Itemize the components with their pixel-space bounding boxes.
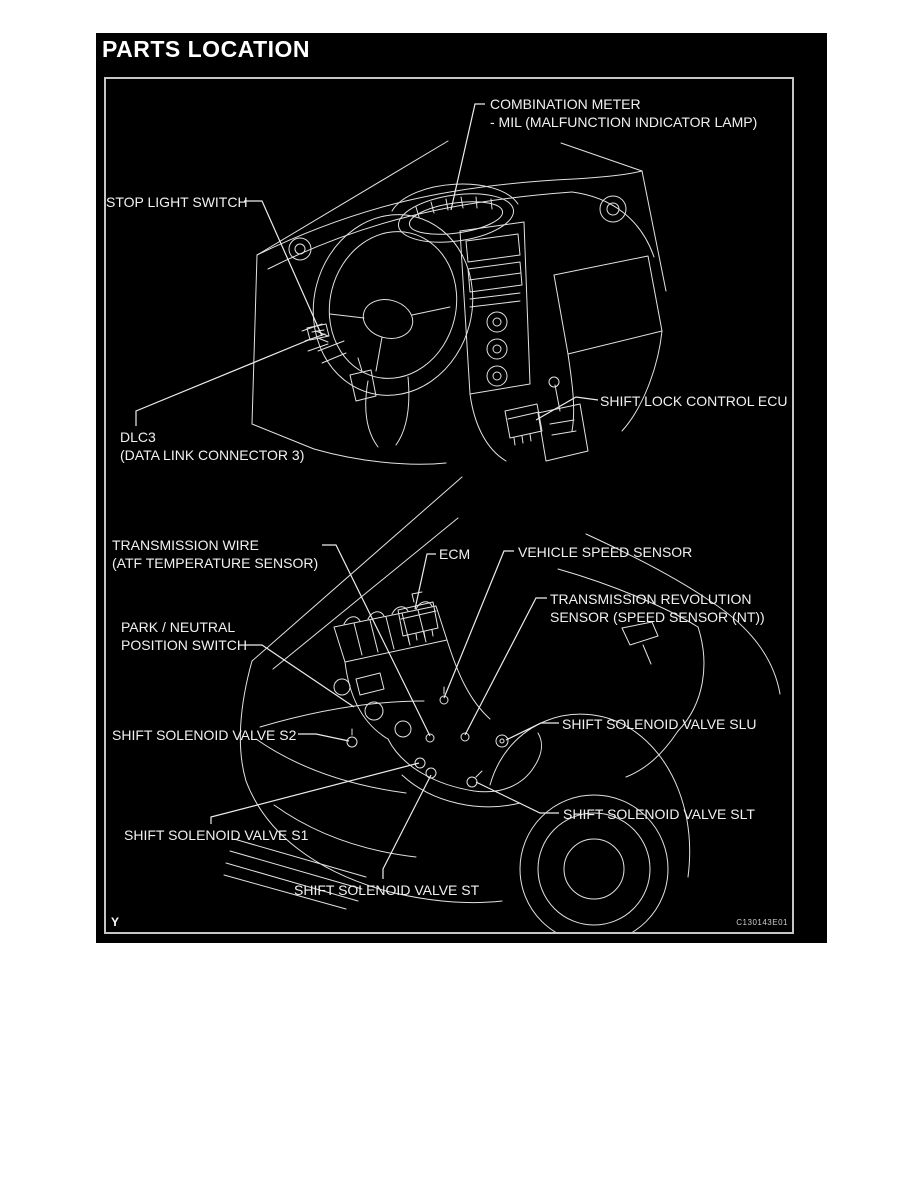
leader-shift-solenoid-valve-st	[382, 774, 432, 879]
part-label-vehicle-speed-sensor: VEHICLE SPEED SENSOR	[518, 543, 692, 561]
part-label-shift-solenoid-valve-slt: SHIFT SOLENOID VALVE SLT	[563, 805, 755, 823]
part-label-line: STOP LIGHT SWITCH	[106, 194, 248, 210]
part-label-shift-solenoid-valve-s2: SHIFT SOLENOID VALVE S2	[112, 726, 296, 744]
figure-labels: COMBINATION METER - MIL (MALFUNCTION INDI…	[106, 79, 792, 932]
part-label-stop-light-switch: STOP LIGHT SWITCH	[106, 193, 248, 211]
leader-combination-meter	[450, 103, 485, 211]
parts-location-panel: PARTS LOCATION	[96, 33, 827, 943]
part-label-combination-meter: COMBINATION METER - MIL (MALFUNCTION INDI…	[490, 95, 757, 131]
part-label-line: SHIFT SOLENOID VALVE S1	[124, 827, 309, 843]
leader-dlc3	[135, 338, 312, 426]
leader-transmission-wire	[322, 544, 431, 737]
part-label-ecm: ECM	[439, 545, 470, 563]
part-label-line: PARK / NEUTRAL	[121, 619, 236, 635]
leader-shift-lock-control-ecu	[535, 396, 599, 421]
part-label-line: (ATF TEMPERATURE SENSOR)	[112, 555, 319, 571]
part-label-line: SHIFT SOLENOID VALVE SLU	[562, 716, 757, 732]
part-label-transmission-revolution-sensor: TRANSMISSION REVOLUTION SENSOR (SPEED SEN…	[550, 590, 765, 626]
leader-ecm	[414, 553, 436, 610]
leader-stop-light-switch	[244, 200, 323, 337]
part-label-line: TRANSMISSION REVOLUTION	[550, 591, 752, 607]
leader-vehicle-speed-sensor	[443, 550, 514, 699]
part-label-line: - MIL (MALFUNCTION INDICATOR LAMP)	[490, 114, 758, 130]
part-label-shift-solenoid-valve-slu: SHIFT SOLENOID VALVE SLU	[562, 715, 757, 733]
leader-park-neutral-position-switch	[245, 644, 355, 708]
figure-frame: COMBINATION METER - MIL (MALFUNCTION INDI…	[104, 77, 794, 934]
part-label-line: VEHICLE SPEED SENSOR	[518, 544, 693, 560]
leader-shift-solenoid-valve-slt	[475, 781, 559, 814]
part-label-line: TRANSMISSION WIRE	[112, 537, 260, 553]
dashboard-illustration	[251, 140, 667, 465]
part-label-shift-solenoid-valve-st: SHIFT SOLENOID VALVE ST	[294, 881, 479, 899]
part-label-line: SENSOR (SPEED SENSOR (NT))	[550, 609, 765, 625]
part-label-line: SHIFT SOLENOID VALVE ST	[294, 882, 480, 898]
part-label-line: DLC3	[120, 429, 156, 445]
part-label-line: SHIFT LOCK CONTROL ECU	[600, 393, 788, 409]
part-label-line: SHIFT SOLENOID VALVE S2	[112, 727, 297, 743]
leader-shift-solenoid-valve-slu	[505, 722, 559, 741]
page-title: PARTS LOCATION	[102, 36, 311, 62]
part-label-dlc3: DLC3 (DATA LINK CONNECTOR 3)	[120, 428, 304, 464]
part-label-shift-solenoid-valve-s1: SHIFT SOLENOID VALVE S1	[124, 826, 308, 844]
figure-code: C130143E01	[736, 918, 788, 927]
part-label-line: (DATA LINK CONNECTOR 3)	[120, 447, 305, 463]
leader-shift-solenoid-valve-s1	[210, 762, 420, 824]
part-label-shift-lock-control-ecu: SHIFT LOCK CONTROL ECU	[600, 392, 787, 410]
part-label-transmission-wire: TRANSMISSION WIRE (ATF TEMPERATURE SENSOR…	[112, 536, 318, 572]
leader-lines	[135, 103, 599, 879]
part-label-line: COMBINATION METER	[490, 96, 641, 112]
figure-ref: Y	[111, 915, 120, 929]
part-label-park-neutral-position-switch: PARK / NEUTRAL POSITION SWITCH	[121, 618, 247, 654]
engine-bay-illustration	[223, 476, 781, 932]
figure-art	[135, 103, 781, 932]
part-label-line: POSITION SWITCH	[121, 637, 247, 653]
leader-shift-solenoid-valve-s2	[298, 733, 350, 742]
part-label-line: SHIFT SOLENOID VALVE SLT	[563, 806, 755, 822]
leader-transmission-revolution-sensor	[464, 597, 547, 736]
part-label-line: ECM	[439, 546, 471, 562]
